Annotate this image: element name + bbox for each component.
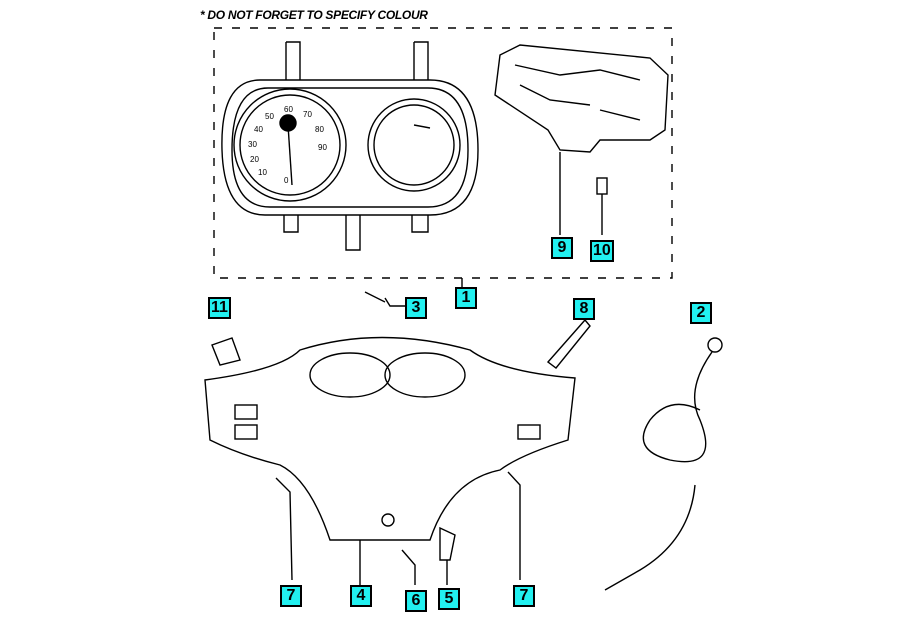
tick-50: 50 <box>265 112 274 121</box>
bulb-socket <box>596 177 608 235</box>
tick-30: 30 <box>248 140 257 149</box>
circuit-board <box>494 44 669 235</box>
instrument-cluster <box>221 41 479 251</box>
clip-5 <box>439 526 456 585</box>
tick-90: 90 <box>318 143 327 152</box>
callout-11: 11 <box>208 297 231 319</box>
callout-8: 8 <box>573 298 595 320</box>
tick-40: 40 <box>254 125 263 134</box>
screw-7-left <box>275 477 293 581</box>
speedo-cable <box>604 337 723 591</box>
screw-7-right <box>507 471 521 580</box>
assembly-box <box>213 27 673 279</box>
callout-2: 2 <box>690 302 712 324</box>
colour-note: * DO NOT FORGET TO SPECIFY COLOUR <box>200 8 428 22</box>
handlebar-cover <box>204 336 576 585</box>
switch-cover <box>211 337 241 366</box>
callout-6: 6 <box>405 590 427 612</box>
callout-10: 10 <box>590 240 614 262</box>
tick-10: 10 <box>258 168 267 177</box>
callout-4: 4 <box>350 585 372 607</box>
callout-7-right: 7 <box>513 585 535 607</box>
screw-6 <box>401 549 416 585</box>
tick-60: 60 <box>284 105 293 114</box>
screw-3 <box>364 291 405 307</box>
tick-70: 70 <box>303 110 312 119</box>
tick-20: 20 <box>250 155 259 164</box>
tick-0: 0 <box>284 176 289 185</box>
callout-7-left: 7 <box>280 585 302 607</box>
callout-3: 3 <box>405 297 427 319</box>
callout-5: 5 <box>438 588 460 610</box>
callout-9: 9 <box>551 237 573 259</box>
tick-80: 80 <box>315 125 324 134</box>
callout-1: 1 <box>455 287 477 309</box>
bracket <box>546 318 591 369</box>
